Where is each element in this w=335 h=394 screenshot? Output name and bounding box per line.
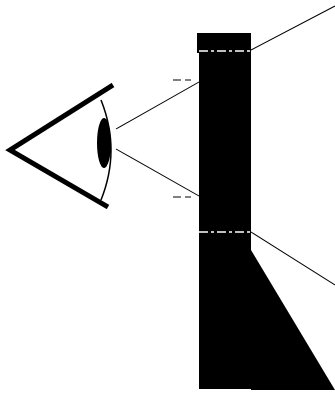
sight-line-lower bbox=[116, 149, 199, 196]
sight-line-upper bbox=[116, 82, 199, 129]
sight-lines bbox=[116, 82, 199, 196]
dash-marks bbox=[173, 80, 191, 197]
eye-icon bbox=[10, 85, 113, 207]
column bbox=[197, 33, 335, 390]
eye-lens bbox=[97, 118, 111, 168]
ray-upper bbox=[251, 6, 335, 50]
rays bbox=[251, 6, 335, 285]
column-top-cap bbox=[197, 33, 251, 53]
column-body bbox=[199, 53, 251, 389]
wedge bbox=[251, 250, 335, 390]
